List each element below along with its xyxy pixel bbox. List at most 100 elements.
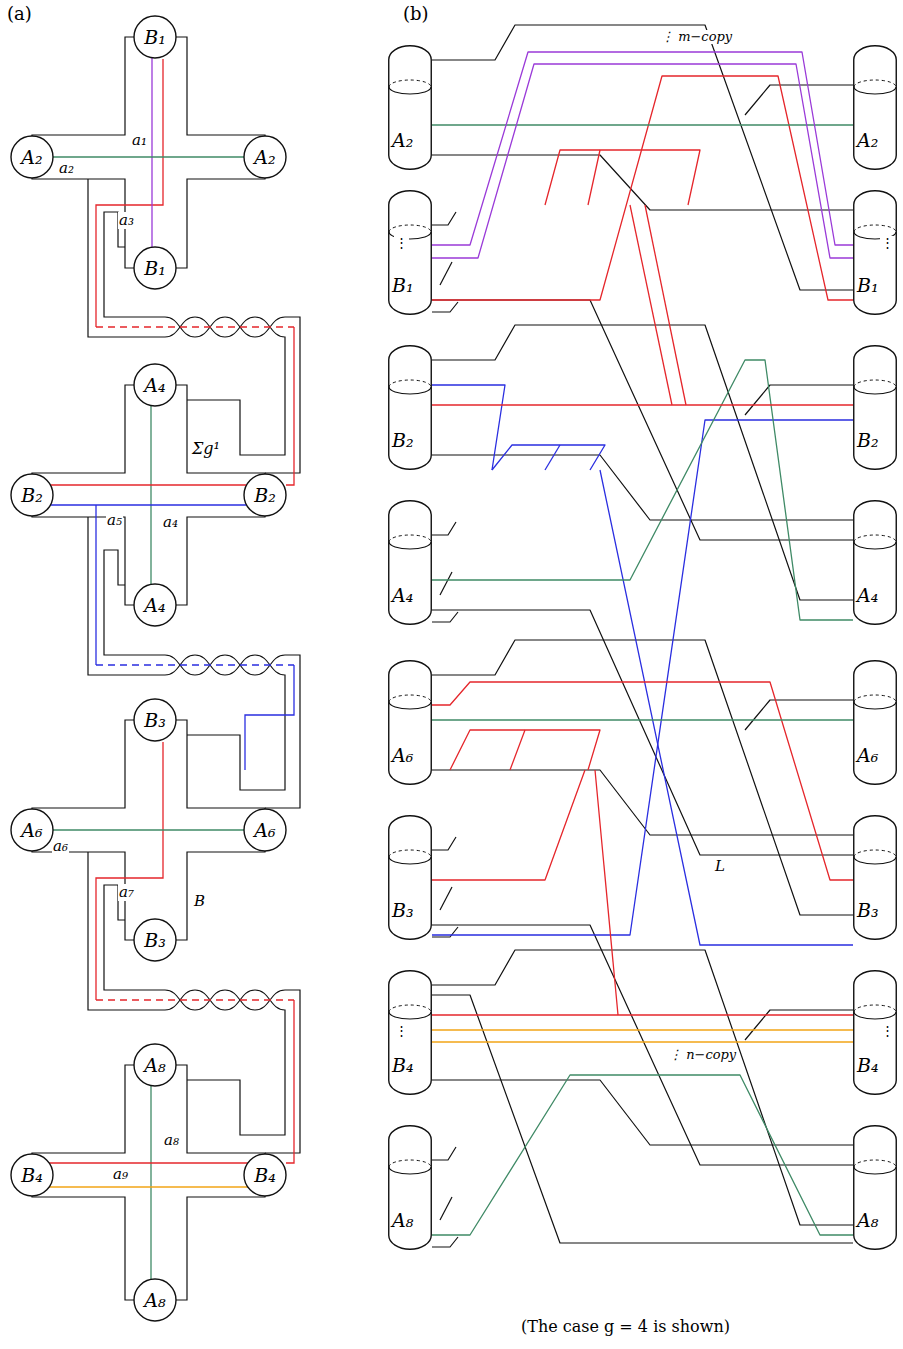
curve-on-surface	[432, 385, 505, 470]
circle-shape	[11, 474, 53, 516]
boundary-cylinder: A₈	[388, 1125, 432, 1250]
curve-connector	[150, 1086, 151, 1280]
curve-on-surface	[432, 360, 853, 620]
curve-connector	[432, 64, 853, 258]
cylinder-body	[389, 501, 432, 625]
boundary-label: A₂	[392, 131, 413, 150]
boundary-label: A₄	[392, 586, 413, 605]
surface-band-edge	[432, 1147, 456, 1160]
cylinder-body	[389, 816, 432, 940]
cylinder-body	[389, 191, 432, 315]
curve-connector	[432, 1014, 853, 1015]
curve-label: a₉	[112, 1166, 129, 1183]
surface-band-edge	[745, 385, 853, 415]
cylinder-outline	[853, 345, 897, 470]
curve-on-surface	[286, 1000, 294, 1163]
curve-connector	[50, 504, 246, 505]
cylinder-body	[389, 346, 432, 470]
dots-mark: ⋮	[394, 1024, 409, 1038]
boundary-cylinder: A₆	[388, 660, 432, 785]
cylinder-ring-front	[854, 387, 896, 394]
cylinder-outline	[388, 660, 432, 785]
curve-label: a₇	[118, 884, 135, 901]
curve-connector	[432, 1029, 853, 1030]
surface-band-edge	[432, 25, 853, 290]
boundary-cylinder: B₂	[853, 345, 897, 470]
curve-label: a₁	[131, 132, 148, 149]
boundary-label: B₂	[857, 431, 879, 450]
cylinder-ring-back	[854, 535, 896, 542]
boundary-label: A₄	[144, 376, 165, 395]
boundary-label: B₄	[254, 1166, 276, 1185]
surface-band-edge	[440, 887, 452, 910]
curve-on-surface	[432, 682, 853, 880]
boundary-circle: B₄	[243, 1153, 287, 1197]
cylinder-outline	[853, 500, 897, 625]
boundary-cylinder: B₂	[388, 345, 432, 470]
boundary-circle: B₃	[133, 918, 177, 962]
surface-band-edge	[432, 612, 458, 622]
surface-band-edge	[432, 995, 853, 1243]
surface-band-edge	[432, 302, 458, 312]
boundary-cylinder: B₃	[388, 815, 432, 940]
boundary-label: A₆	[254, 821, 275, 840]
boundary-label: B₄	[857, 1056, 879, 1075]
circle-shape	[244, 809, 286, 851]
curve-through-twist	[96, 664, 294, 665]
cylinder-ring-back	[854, 225, 896, 232]
boundary-circle: B₁	[133, 246, 177, 290]
curve-connector	[53, 156, 244, 157]
boundary-label: A₂	[857, 131, 878, 150]
boundary-label: B₃	[392, 901, 414, 920]
circle-shape	[134, 584, 176, 626]
surface-band-edge	[432, 522, 456, 535]
boundary-label: A₈	[392, 1211, 413, 1230]
cylinder-ring-back	[389, 80, 431, 87]
curve-on-surface	[588, 150, 600, 205]
cylinder-body	[854, 816, 897, 940]
cylinder-ring-back	[854, 850, 896, 857]
surface-outline	[32, 385, 265, 605]
boundary-cylinder: A₄	[388, 500, 432, 625]
circle-shape	[11, 136, 53, 178]
panel-label: (a)	[6, 4, 33, 24]
surface-band-edge	[440, 572, 452, 595]
boundary-circle: B₄	[10, 1153, 54, 1197]
curve-connector	[432, 1041, 853, 1042]
curve-connector	[151, 58, 152, 247]
curve-on-surface	[95, 505, 96, 665]
cylinder-outline	[853, 1125, 897, 1250]
boundary-label: B₂	[392, 431, 414, 450]
curve-connector	[53, 829, 244, 830]
curve-connector	[50, 484, 246, 485]
circle-shape	[11, 1154, 53, 1196]
cylinder-ring-back	[389, 535, 431, 542]
boundary-label: A₆	[857, 746, 878, 765]
cylinder-ring-front	[854, 542, 896, 549]
cylinder-ring-front	[854, 1167, 896, 1174]
boundary-circle: A₆	[243, 808, 287, 852]
cylinder-ring-front	[389, 1012, 431, 1019]
boundary-label: A₂	[254, 148, 275, 167]
curve-connector	[49, 1162, 248, 1163]
curve-connector	[432, 719, 853, 720]
curve-connector	[432, 404, 853, 405]
cylinder-outline	[853, 815, 897, 940]
surface-band-edge	[432, 770, 853, 835]
cylinder-body	[389, 1126, 432, 1250]
cylinder-body	[854, 661, 897, 785]
curve-on-surface	[432, 1075, 853, 1235]
panel-label: (b)	[402, 4, 430, 24]
copy-count-label: ⋮ m−copy	[660, 30, 733, 44]
cylinder-outline	[388, 190, 432, 315]
surface-band-edge	[440, 262, 452, 285]
surface-outline	[32, 720, 265, 940]
cylinder-ring-front	[854, 1012, 896, 1019]
cylinder-outline	[388, 1125, 432, 1250]
curve-label: a₄	[162, 514, 179, 531]
boundary-cylinder: B₃	[853, 815, 897, 940]
boundary-cylinder: A₆	[853, 660, 897, 785]
boundary-circle: B₂	[10, 473, 54, 517]
